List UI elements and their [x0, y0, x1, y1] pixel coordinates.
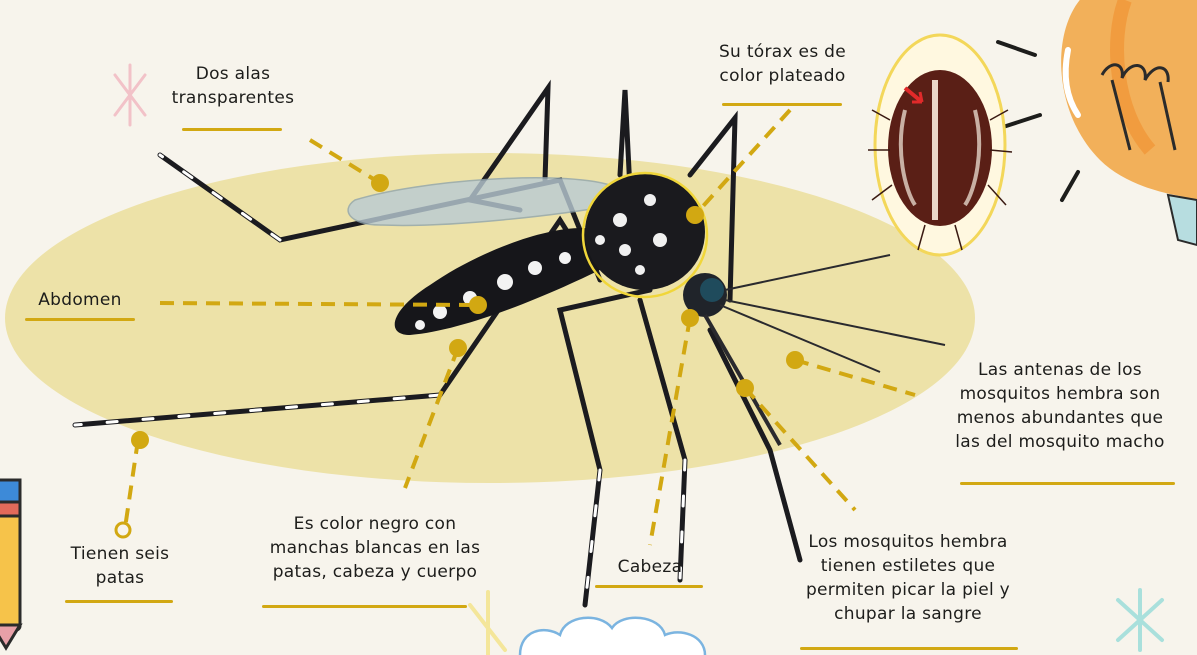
label-thorax: Su tórax es de color plateado	[695, 40, 870, 88]
abdomen-spots	[415, 252, 571, 330]
pencil-icon	[0, 478, 23, 651]
label-thorax-line-2: color plateado	[719, 66, 846, 86]
label-abdomen: Abdomen	[25, 288, 135, 312]
lightbulb-icon	[996, 0, 1197, 247]
label-antennae-underline	[960, 482, 1175, 485]
label-stylets-line-2: tienen estiletes que	[820, 556, 996, 576]
label-antennae: Las antenas de los mosquitos hembra son …	[935, 358, 1185, 454]
label-antennae-line-1: Las antenas de los	[978, 360, 1142, 380]
label-wings-line-2: transparentes	[171, 88, 295, 108]
label-color: Es color negro con manchas blancas en la…	[240, 512, 510, 584]
label-legs: Tienen seis patas	[50, 542, 190, 590]
label-stylets-underline	[800, 647, 1018, 650]
label-head-underline	[595, 585, 703, 588]
label-abdomen-underline	[25, 318, 135, 321]
label-legs-underline	[65, 600, 173, 603]
label-wings: Dos alas transparentes	[158, 62, 308, 110]
connector-end-ring	[114, 521, 132, 539]
label-stylets: Los mosquitos hembra tienen estiletes qu…	[778, 530, 1038, 626]
label-stylets-line-1: Los mosquitos hembra	[808, 532, 1008, 552]
label-color-underline	[262, 605, 467, 608]
connector-lines	[123, 108, 916, 546]
sparkle-icon-pink	[113, 63, 147, 127]
connector-dots	[131, 174, 804, 449]
label-abdomen-text: Abdomen	[38, 290, 122, 310]
label-legs-line-2: patas	[95, 568, 145, 588]
label-antennae-line-4: las del mosquito macho	[955, 432, 1165, 452]
sparkle-icon-yellow	[468, 590, 507, 655]
label-antennae-line-2: mosquitos hembra son	[959, 384, 1161, 404]
label-wings-underline	[182, 128, 282, 131]
label-antennae-line-3: menos abundantes que	[956, 408, 1164, 428]
label-legs-line-1: Tienen seis	[70, 544, 170, 564]
label-color-line-3: patas, cabeza y cuerpo	[272, 562, 478, 582]
label-stylets-line-3: permiten picar la piel y	[805, 580, 1011, 600]
thorax-highlight-ring	[581, 171, 709, 299]
thorax-closeup	[868, 33, 1013, 257]
label-color-line-1: Es color negro con	[293, 514, 457, 534]
mosquito-eye	[700, 278, 724, 302]
cloud-icon	[518, 616, 707, 655]
label-color-line-2: manchas blancas en las	[269, 538, 481, 558]
label-thorax-underline	[722, 103, 842, 106]
mosquito-antennae	[719, 254, 946, 373]
label-stylets-line-4: chupar la sangre	[834, 604, 982, 624]
label-head-text: Cabeza	[617, 557, 683, 577]
sparkle-icon-teal	[1116, 588, 1164, 652]
thorax-spots	[595, 194, 667, 275]
label-wings-line-1: Dos alas	[195, 64, 271, 84]
label-head: Cabeza	[595, 555, 705, 579]
label-thorax-line-1: Su tórax es de	[718, 42, 847, 62]
mosquito-thorax	[585, 174, 705, 290]
mosquito-wing	[347, 177, 616, 227]
